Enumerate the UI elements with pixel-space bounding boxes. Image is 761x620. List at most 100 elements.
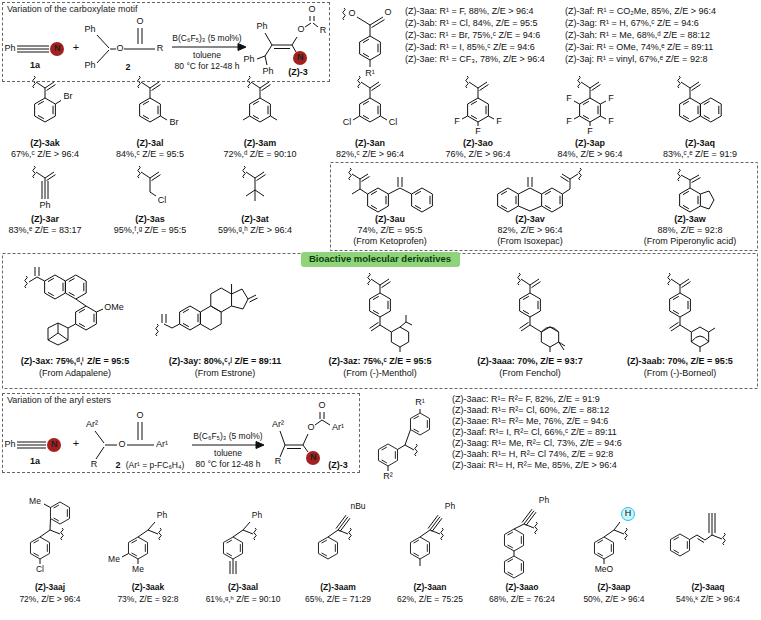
result-line: (Z)-3ab: R¹ = Cl, 84%, Z/E = 95:5 <box>405 19 538 29</box>
chem-label: Cl <box>36 565 44 574</box>
node-text: Bioactive molecular derivatives <box>309 254 451 264</box>
chem-label: 84%, Z/E > 96:4 <box>558 150 623 160</box>
chem-label: nBu <box>350 502 365 511</box>
chem-label: 59%,ᵍ,ʰ Z/E > 96:4 <box>218 226 292 236</box>
chem-label: Ph <box>262 67 273 77</box>
chem-label: R² <box>383 472 393 482</box>
compound-label: (Z)-3ar <box>31 215 59 225</box>
result-line: (Z)-3aad: R¹= R²= Cl, 60%, Z/E = 88:12 <box>452 406 609 416</box>
chem-label: 54%,ᵏ Z/E > 96:4 <box>676 595 740 604</box>
chem-label: 95%,ᶠ,ᵍ Z/E = 95:5 <box>114 226 187 236</box>
amine-circle: N <box>293 51 307 65</box>
compound-label: (Z)-3aaj <box>35 583 65 592</box>
chem-label: R <box>91 460 98 470</box>
chem-label: F <box>587 127 593 137</box>
chem-label: 72%,ᵈ Z/E = 90:10 <box>223 150 296 160</box>
chem-label: (From Estrone) <box>195 369 256 379</box>
group-heading: Variation of the carboxylate motif <box>7 5 137 15</box>
compound-label: (Z)-3aao <box>505 583 538 592</box>
result-line: (Z)-3ae: R¹ = CF₃, 78%, Z/E > 96:4 <box>405 55 545 65</box>
compound-label: (Z)-3aak <box>132 583 165 592</box>
chem-label: O <box>348 9 355 19</box>
chem-label: R <box>320 26 327 36</box>
chem-label: Br <box>170 118 179 128</box>
chem-label: O <box>307 423 314 433</box>
chem-label: 74%, Z/E = 95:5 <box>358 226 423 236</box>
chem-label: (From Piperonylic acid) <box>644 237 737 247</box>
chem-label: (From (-)-Borneol) <box>644 369 717 379</box>
compound-label: 2 <box>115 461 120 471</box>
compound-label: (Z)-3az: 75%,ᶜ Z/E = 95:5 <box>328 357 431 367</box>
chem-label: F <box>496 117 502 127</box>
compound-label: (Z)-3 <box>328 461 348 471</box>
chem-label: 62%, Z/E = 75:25 <box>397 595 463 604</box>
chem-label: O <box>308 5 315 15</box>
node-text: H <box>625 509 632 519</box>
compound-label: (Z)-3ao <box>463 139 493 149</box>
compound-label: (Z)-3at <box>241 215 269 225</box>
chem-label: 68%, Z/E = 76:24 <box>489 595 555 604</box>
compound-label: 2 <box>125 63 130 73</box>
result-line: (Z)-3aag: R¹= Me, R²= Cl, 73%, Z/E = 94:… <box>452 439 622 449</box>
chem-label: Me <box>29 497 41 506</box>
chem-label: B(C₆F₅)₃ (5 mol%) <box>193 432 262 441</box>
compound-label: (Z)-3an <box>355 139 385 149</box>
chem-label: Ph <box>157 511 167 520</box>
chem-label: F <box>608 117 614 127</box>
chem-label: F <box>475 127 481 137</box>
group-box: Variation of the carboxylate motifNN <box>2 2 330 82</box>
chem-label: 76%, Z/E > 96:4 <box>446 150 511 160</box>
compound-label: 1a <box>30 457 40 467</box>
chem-label: O <box>118 440 125 450</box>
result-line: (Z)-3ag: R¹ = H, 67%,ᶜ Z/E = 94:6 <box>565 19 699 29</box>
compound-label: (Z)-3ay: 80%,ᶜ,ʲ Z/E = 89:11 <box>169 357 281 367</box>
result-line: (Z)-3ah: R¹ = Me, 68%,ᵈ Z/E = 88:12 <box>565 31 710 41</box>
chem-label: 67%,ᶜ Z/E > 96:4 <box>11 150 79 160</box>
chem-label: 84%,ᶜ Z/E = 95:5 <box>116 150 184 160</box>
chem-label: + <box>73 437 79 449</box>
compound-label: (Z)-3 <box>288 68 308 78</box>
chem-label: F <box>566 117 572 127</box>
compound-label: (Z)-3aw <box>674 215 706 225</box>
chem-label: O <box>297 25 304 35</box>
chem-label: F <box>454 117 460 127</box>
highlight-circle: H <box>621 507 635 521</box>
chem-label: (Ar¹ = p-FC₆H₄) <box>126 461 185 470</box>
chem-label: Ph <box>243 55 254 65</box>
chem-label: O <box>318 401 325 411</box>
node-text: N <box>310 453 317 463</box>
chem-label: (From Ketoprofen) <box>353 237 427 247</box>
compound-label: (Z)-3aab: 70%, Z/E = 95:5 <box>627 357 733 367</box>
compound-label: (Z)-3aam <box>320 583 355 592</box>
result-line: (Z)-3aai: R¹= H, R²= Me, 85%, Z/E > 96:4 <box>452 461 617 471</box>
compound-label: (Z)-3ax: 75%,ᵈ,ⁱ Z/E = 95:5 <box>21 357 129 367</box>
chem-label: O <box>384 8 391 18</box>
chem-label: Ph <box>445 502 455 511</box>
result-line: (Z)-3ac: R¹ = Br, 75%,ᶜ Z/E = 94:6 <box>405 31 540 41</box>
amine-circle: N <box>47 438 61 452</box>
chem-label: Ph <box>252 511 262 520</box>
chem-label: 83%,ᵉ Z/E = 83:17 <box>8 226 81 236</box>
compound-label: (Z)-3aap <box>597 583 630 592</box>
chem-label: 73%, Z/E = 92:8 <box>117 595 178 604</box>
compound-label: 1a <box>30 61 40 71</box>
chem-label: Ph <box>39 201 50 211</box>
chem-label: 80 °C for 12-48 h <box>196 460 261 469</box>
compound-label: (Z)-3as <box>135 215 165 225</box>
chem-label: Cl <box>343 118 352 128</box>
compound-label: (Z)-3aaq <box>691 583 724 592</box>
compound-label: (Z)-3aq <box>685 139 715 149</box>
chem-label: 61%,ᵍ,ʰ Z/E = 90:10 <box>206 595 281 604</box>
chem-label: Ph <box>84 61 95 71</box>
chem-label: toluene <box>193 51 221 60</box>
chem-label: 80 °C for 12-48 h <box>175 62 240 71</box>
chem-label: MeO <box>595 565 613 574</box>
compound-label: (Z)-3al <box>137 139 164 149</box>
result-line: (Z)-3aj: R¹ = vinyl, 67%,ᵉ Z/E = 92:8 <box>565 55 707 65</box>
chem-label: 72%, Z/E > 96:4 <box>19 595 80 604</box>
result-line: (Z)-3ai: R¹ = OMe, 74%,ᵉ Z/E = 89:11 <box>565 43 713 53</box>
chem-label: Ph <box>539 496 549 505</box>
chem-label: R¹ <box>415 398 425 408</box>
chem-label: Cl <box>389 118 398 128</box>
